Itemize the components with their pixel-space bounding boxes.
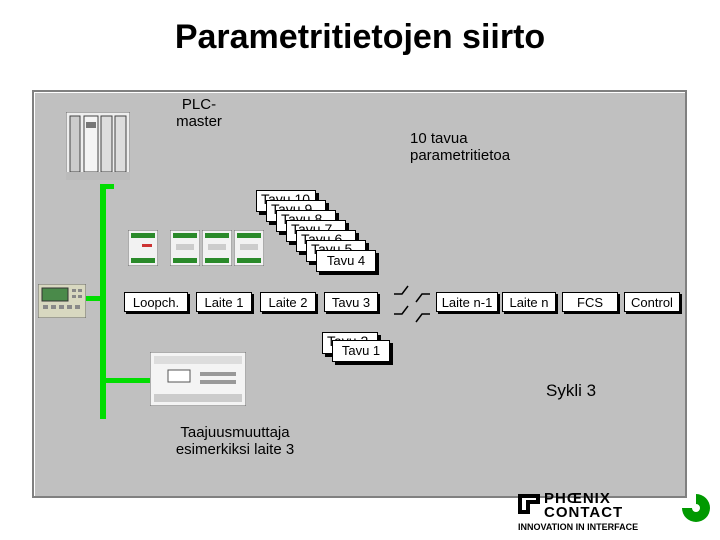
info-label: 10 tavua parametritietoa <box>410 130 511 164</box>
bus-branch-top <box>100 184 114 189</box>
plc-label: PLC- master <box>176 96 222 130</box>
byte-box-1: Tavu 1 <box>332 340 390 362</box>
inverter-label: Taajuusmuuttaja esimerkiksi laite 3 <box>175 424 295 458</box>
break-symbol <box>392 284 432 324</box>
io-module-image <box>127 229 159 267</box>
ring-cell-tavu-3: Tavu 3 <box>324 292 378 312</box>
io-module-image <box>169 229 201 267</box>
logo-brand-top: PHŒNIX <box>544 490 611 507</box>
logo-brand-bottom: CONTACT <box>544 504 624 521</box>
ring-cell-control: Control <box>624 292 680 312</box>
ring-cell-laite-n-1: Laite n-1 <box>436 292 498 312</box>
bus-branch-panel <box>86 296 106 301</box>
operator-panel-image <box>37 283 87 319</box>
page-title: Parametritietojen siirto <box>174 18 546 56</box>
cycle-label: Sykli 3 <box>546 381 597 400</box>
inverter-image <box>149 351 247 407</box>
ring-cell-laite-1: Laite 1 <box>196 292 252 312</box>
bus-branch-inverter <box>100 378 150 383</box>
ring-cell-laite-2: Laite 2 <box>260 292 316 312</box>
bus-vertical <box>100 184 106 419</box>
ring-cell-laite-n: Laite n <box>502 292 556 312</box>
io-module-image <box>201 229 233 267</box>
io-module-image <box>233 229 265 267</box>
ring-cell-loopch: Loopch. <box>124 292 188 312</box>
byte-box-4: Tavu 4 <box>316 250 376 272</box>
phoenix-contact-logo <box>516 490 712 534</box>
logo-tagline: INNOVATION IN INTERFACE <box>518 522 639 532</box>
ring-cell-fcs: FCS <box>562 292 618 312</box>
plc-rack-image <box>65 111 131 181</box>
